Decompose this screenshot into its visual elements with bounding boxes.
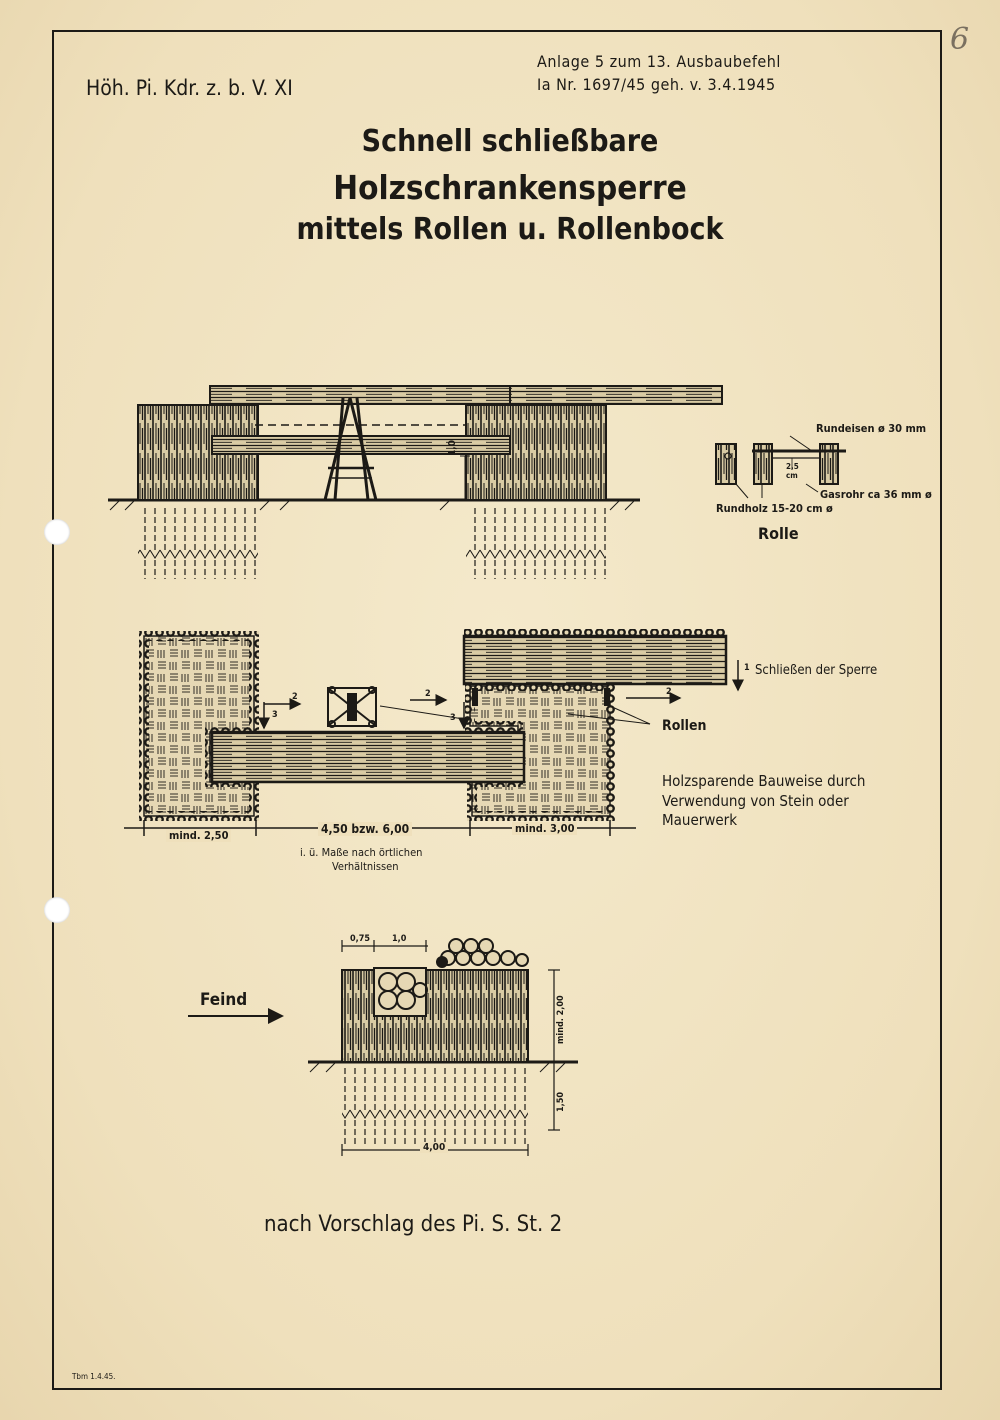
dim-note-line-2: Verhältnissen [332,860,399,873]
roller-detail [715,435,846,499]
punch-hole-upper [44,519,70,545]
stone-abutment-left [143,635,255,817]
elevation-height-label: 1,0 [447,440,458,456]
pile-foundation-section [342,1068,528,1144]
dim-075-label: 0,75 [350,934,370,944]
header-annex: Anlage 5 zum 13. Ausbaubefehl [537,52,781,71]
timber-wall-section [341,969,529,1063]
roller-marker-1 [472,688,478,706]
gap-unit-label: cm [786,471,798,480]
schliessen-label: Schließen der Sperre [755,663,878,678]
step-2-label-c: 2 [666,687,672,697]
page-number: 6 [950,22,970,57]
step-2-label-a: 2 [292,692,298,702]
section-view [188,938,578,1156]
barrier-beam-closed [210,730,526,784]
elevation-view [108,385,723,579]
gasrohr-label: Gasrohr ca 36 mm ø [820,488,932,501]
rolle-caption: Rolle [758,524,799,543]
punch-hole-lower [44,897,70,923]
proposal-footer: nach Vorschlag des Pi. S. St. 2 [264,1212,563,1237]
upper-barrier-beam [209,385,723,405]
drawing-frame [52,30,942,1390]
dim-10-label: 1,0 [392,934,407,944]
gap-label: 2,5 [786,462,799,471]
note-line-1: Holzsparende Bauweise durch [662,772,866,790]
roller-trestle-plan [327,686,377,728]
pile-foundation-left [138,507,258,579]
note-line-2: Verwendung von Stein oder [662,792,849,810]
step-2-label-b: 2 [425,689,431,699]
plan-view [124,629,744,836]
dim-note-line-1: i. ü. Maße nach örtlichen [300,846,423,859]
dim-height-label: mind. 2,00 [556,995,566,1044]
log-pile-top [440,938,529,967]
dim-left-label: mind. 2,50 [166,829,232,842]
step-3-label-b: 3 [450,713,456,723]
note-line-3: Mauerwerk [662,811,738,829]
roller-trestle [323,397,378,501]
dim-width-label: 4,00 [420,1142,449,1153]
pile-foundation-right [466,507,606,579]
header-unit: Höh. Pi. Kdr. z. b. V. XI [86,76,293,100]
roller-marker-2 [604,688,610,706]
dim-right-label: mind. 3,00 [512,822,578,835]
header-reference: Ia Nr. 1697/45 geh. v. 3.4.1945 [537,75,776,94]
drafter-stamp: Tbm 1.4.45. [72,1372,116,1381]
title-line-1: Schnell schließbare [361,124,659,159]
step-3-label-a: 3 [272,710,278,720]
step-1-label: 1 [744,663,750,673]
barrier-beam-open [462,634,728,686]
dim-mid-label: 4,50 bzw. 6,00 [318,822,413,836]
title-line-2: Holzschrankensperre [333,168,687,207]
title-line-3: mittels Rollen u. Rollenbock [296,212,724,247]
rollen-label: Rollen [662,718,707,734]
rundholz-label: Rundholz 15-20 cm ø [716,502,833,515]
dim-depth-label: 1,50 [556,1092,566,1112]
feind-label: Feind [200,990,248,1010]
rundeisen-label: Rundeisen ø 30 mm [816,422,927,435]
